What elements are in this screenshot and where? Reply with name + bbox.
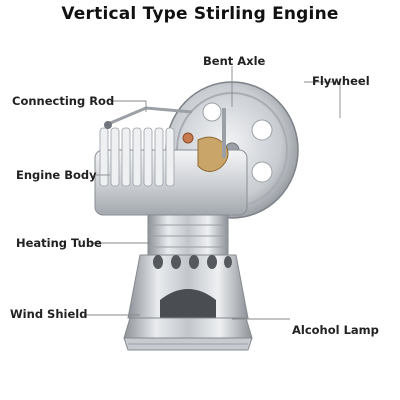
label-connecting-rod: Connecting Rod bbox=[12, 94, 115, 108]
leader-connecting-rod bbox=[110, 100, 147, 112]
label-engine-body: Engine Body bbox=[16, 168, 97, 182]
engine-body bbox=[94, 127, 248, 216]
label-heating-tube: Heating Tube bbox=[16, 236, 102, 250]
label-flywheel: Flywheel bbox=[312, 74, 370, 88]
diagram-title: Vertical Type Stirling Engine bbox=[61, 4, 339, 24]
label-bent-axle: Bent Axle bbox=[203, 54, 266, 68]
alcohol-lamp bbox=[123, 317, 253, 351]
label-alcohol-lamp: Alcohol Lamp bbox=[292, 323, 379, 337]
heating-tube bbox=[147, 214, 229, 256]
label-wind-shield: Wind Shield bbox=[10, 307, 88, 321]
leader-flywheel bbox=[304, 81, 341, 118]
wind-shield bbox=[127, 254, 249, 319]
